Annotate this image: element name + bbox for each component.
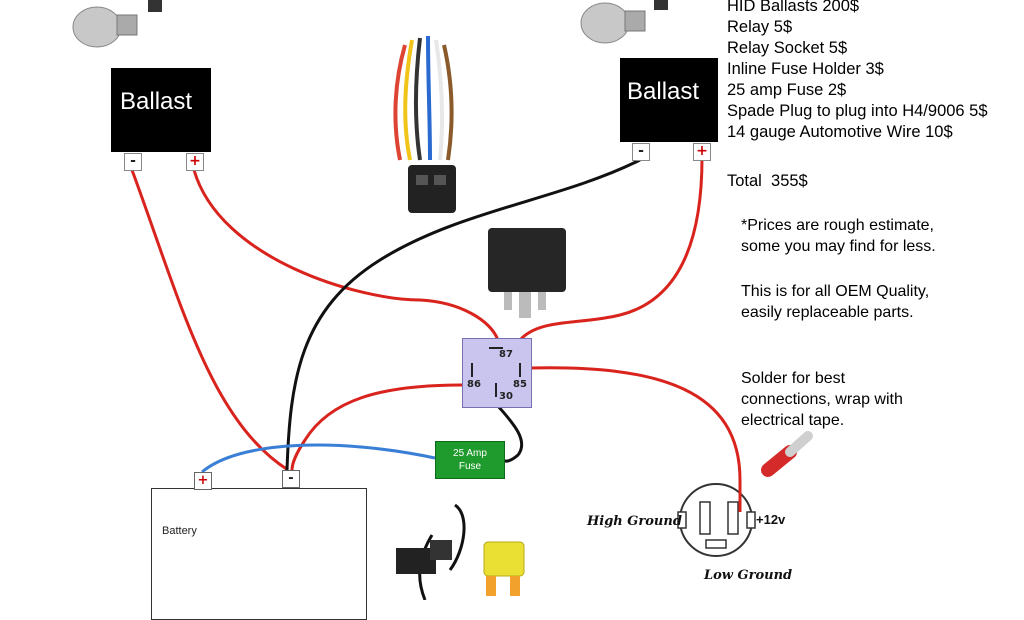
parts-list-item: HID Ballasts 200$ [727,0,860,15]
low-ground-label: Low Ground [704,568,793,583]
ballast-right-neg-terminal: - [632,143,650,161]
parts-list-item: Spade Plug to plug into H4/9006 5$ [727,102,988,120]
fuse-label-line1: 25 Amp [453,448,487,459]
ballast-left: Ballast [111,68,211,152]
parts-list: HID Ballasts 200$ Relay 5$ Relay Socket … [727,0,988,143]
parts-list-item: Inline Fuse Holder 3$ [727,60,884,78]
note-solder: Solder for best connections, wrap with e… [741,368,903,431]
relay-pin-86: 86 [467,379,481,390]
ballast-label: Ballast [120,88,193,115]
spade-connector-icon [761,431,813,477]
note-quality: This is for all OEM Quality, easily repl… [741,281,929,323]
relay-schematic: 87 86 85 30 [462,338,532,408]
high-ground-label: High Ground [587,514,682,529]
wire-ballast2-pos [518,157,704,342]
bulb-icon [72,0,162,48]
ballast-left-neg-terminal: - [124,153,142,171]
bulb-icon [580,0,668,44]
relay-pin-85: 85 [513,379,527,390]
headlight-socket-icon [677,483,756,557]
relay-icon [488,228,566,318]
relay-pin-87: 87 [499,349,513,360]
ground-wires [285,158,641,471]
inline-fuse: 25 Amp Fuse [435,441,505,479]
note-line: This is for all OEM Quality, [741,283,930,300]
note-line: electrical tape. [741,412,845,429]
wire-relay86-battery [290,383,463,471]
wiring-diagram [72,0,813,600]
note-line: *Prices are rough estimate, [741,217,934,234]
fuse-holder-icon [396,503,466,600]
note-line: easily replaceable parts. [741,304,914,321]
fuse-label-line2: Fuse [458,461,482,472]
parts-list-item: Relay Socket 5$ [727,39,848,57]
battery-pos-terminal: + [194,472,212,490]
ballast-right-pos-terminal: + [693,143,711,161]
wire-ballast1-neg [130,169,289,472]
parts-list-item: 25 amp Fuse 2$ [727,81,847,99]
note-line: Solder for best [741,370,846,387]
blade-fuse-icon [483,541,525,596]
wire-ballast1-pos [192,169,500,341]
total-cost: Total 355$ [727,172,808,190]
battery-neg-terminal: - [282,470,300,488]
note-line: connections, wrap with [741,391,903,408]
positive-wires [130,157,742,512]
wire-battery-fuse [201,443,436,474]
plus12v-label: +12v [756,512,786,527]
relay-pin-30: 30 [499,391,513,402]
wire-relay85-headlight [529,366,742,512]
ballast-left-pos-terminal: + [186,153,204,171]
wire-relay30-fuse [496,405,524,463]
ballast-label: Ballast [627,78,700,105]
ballast-right: Ballast [620,58,718,142]
parts-list-item: Relay 5$ [727,18,793,36]
parts-list-item: 14 gauge Automotive Wire 10$ [727,123,953,141]
battery-label: Battery [162,525,197,537]
note-prices: *Prices are rough estimate, some you may… [741,215,936,257]
battery: Battery [151,488,367,620]
relay-harness-icon [393,35,456,213]
wire-ballast2-neg [285,158,641,471]
note-line: some you may find for less. [741,238,936,255]
